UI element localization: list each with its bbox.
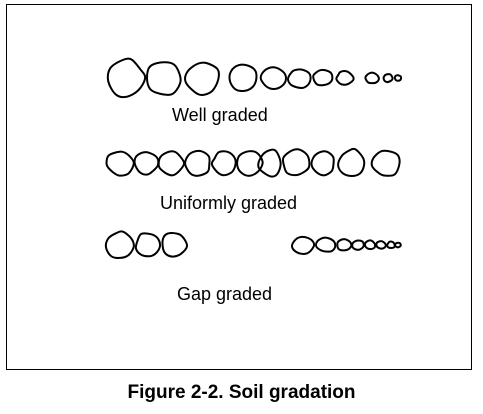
well-graded-grain [259,66,287,91]
uniformly-graded-grain [157,150,186,177]
gap-graded-small-grain [393,241,402,249]
well-graded-grain [184,61,220,96]
uniformly-graded-grain [257,148,282,178]
uniformly-graded-grain [184,150,211,177]
gap-graded-grains [104,230,402,259]
well-graded-grain [335,70,355,86]
gap-graded-small-grain [336,238,353,252]
gap-graded-small-grain [351,239,365,251]
well-graded-grain [106,57,147,99]
uniformly-graded-grain [210,150,237,177]
uniformly-graded-grain [133,151,160,176]
well-graded-grains [106,57,403,99]
uniformly-graded-grain [310,150,335,177]
gap-graded-label: Gap graded [177,284,273,304]
uniformly-graded-grain [105,150,135,177]
uniformly-graded-grain [236,150,264,177]
well-graded-grain [145,61,182,96]
well-graded-grain [312,68,334,87]
figure-frame [6,4,472,370]
gap-graded-small-grain [290,235,316,255]
gap-graded-large-grain [104,230,135,259]
uniformly-graded-grain [370,149,401,177]
gap-graded-small-grain [315,236,337,253]
gap-graded-small-grain [386,240,396,249]
well-graded-grain [228,63,258,92]
well-graded-grain [364,71,380,85]
gap-graded-small-grain [363,239,377,251]
well-graded-grain [382,73,394,84]
gap-graded-large-grain [134,232,162,258]
uniformly-graded-grain [281,148,311,177]
gap-graded-large-grain [161,232,189,258]
uniformly-graded-grains [105,147,401,178]
uniformly-graded-label: Uniformly graded [160,193,298,213]
gap-graded-small-grain [375,240,387,250]
figure-caption: Figure 2-2. Soil gradation [127,382,356,403]
well-graded-grain [286,68,312,89]
uniformly-graded-grain [337,147,366,177]
well-graded-label: Well graded [172,105,268,125]
well-graded-grain [393,74,403,82]
